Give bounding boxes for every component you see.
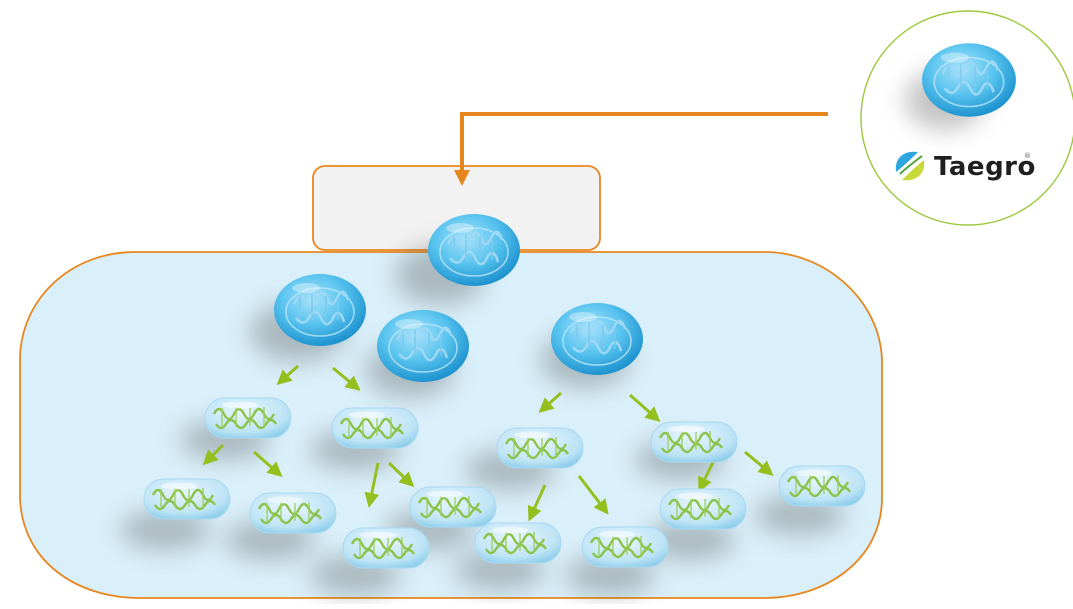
arrow-icon <box>202 443 225 466</box>
bacterium-icon <box>330 406 420 450</box>
bacterium-icon <box>272 272 368 348</box>
arrow-icon <box>253 450 283 477</box>
arrow-icon <box>577 475 609 515</box>
arrow-icon <box>744 450 774 476</box>
arrow-icon <box>387 461 415 488</box>
entry-arrow <box>454 112 828 186</box>
bacterium-icon <box>658 487 748 531</box>
bacterium-icon <box>549 301 645 377</box>
bacterium-icon <box>408 485 498 529</box>
bacterium-icon <box>920 42 1018 118</box>
division-arrows <box>202 364 774 522</box>
bacterium-icon <box>341 526 431 570</box>
registered-mark: ® <box>1024 152 1031 160</box>
arrow-icon <box>538 391 562 413</box>
arrow-icon <box>698 459 716 493</box>
bacterium-icon <box>142 477 232 521</box>
bacterium-icon <box>649 420 739 464</box>
arrow-icon <box>527 484 547 522</box>
arrow-icon <box>332 366 361 391</box>
bacterium-icon <box>248 491 338 535</box>
brand-name: Taegro <box>934 152 1036 182</box>
arrow-icon <box>364 462 380 508</box>
bacterium-icon <box>495 426 585 470</box>
bacterium-icon <box>580 525 670 569</box>
bacterium-icon <box>375 308 471 384</box>
bacterium-icon <box>426 212 522 288</box>
bacterium-icon <box>473 521 563 565</box>
arrow-icon <box>629 393 661 422</box>
bacterium-icon <box>203 396 293 440</box>
taegro-leaf-icon <box>894 150 926 182</box>
arrow-icon <box>276 364 299 385</box>
bacterium-icon <box>777 464 867 508</box>
